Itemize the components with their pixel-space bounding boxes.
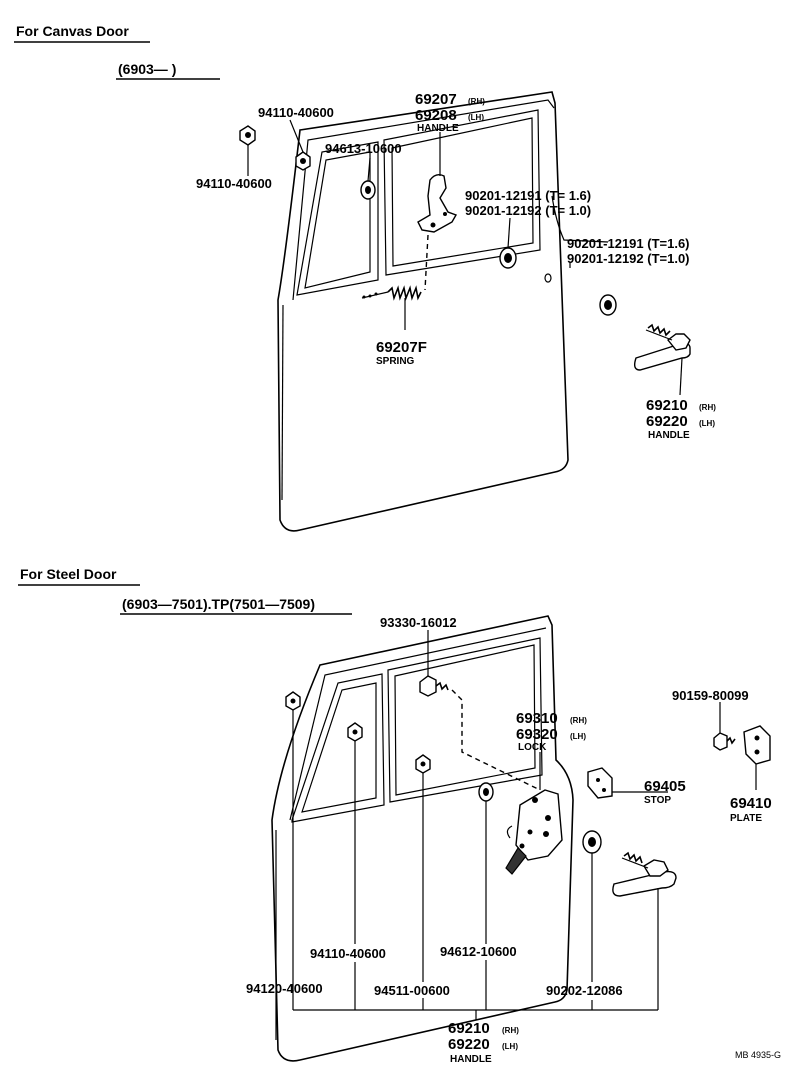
label-steel-lock-name: LOCK bbox=[518, 742, 547, 753]
label-steel-handle-name: HANDLE bbox=[450, 1054, 492, 1065]
label-steel-handle-rh: 69210 bbox=[448, 1020, 490, 1037]
steel-plate-screw-icon bbox=[713, 732, 736, 751]
label-canvas-outer-rh: 69210 bbox=[646, 397, 688, 414]
canvas-range: (6903— ) bbox=[118, 61, 176, 77]
label-canvas-spacer-a2: 90201-12192 (T= 1.0) bbox=[465, 203, 591, 218]
label-canvas-spacer-a1: 90201-12191 (T= 1.6) bbox=[465, 188, 591, 203]
label-canvas-inner-lh: 69208 bbox=[415, 107, 457, 124]
canvas-washer-icon bbox=[360, 180, 376, 200]
canvas-door-section: For Canvas Door (6903— ) bbox=[14, 23, 716, 532]
label-canvas-spring-name: SPRING bbox=[376, 356, 415, 367]
canvas-outer-handle-icon bbox=[633, 323, 691, 371]
reference-code: MB 4935-G bbox=[735, 1050, 781, 1060]
steel-section-title: For Steel Door bbox=[20, 566, 117, 582]
steel-lock-icon bbox=[505, 789, 563, 875]
steel-screw-icon bbox=[419, 675, 449, 697]
label-canvas-inner-name: HANDLE bbox=[417, 123, 459, 134]
label-steel-nut-b: 94120-40600 bbox=[246, 981, 323, 996]
canvas-door-hole bbox=[544, 273, 552, 283]
label-steel-stop: 69405 bbox=[644, 778, 686, 795]
steel-screw-guide bbox=[451, 689, 541, 791]
canvas-nut-icon-2 bbox=[295, 151, 311, 171]
steel-nut-icon-3 bbox=[415, 754, 431, 774]
steel-nut-icon-1 bbox=[285, 691, 301, 711]
label-steel-handle-lh: 69220 bbox=[448, 1036, 490, 1053]
steel-door-section: For Steel Door (6903—7501).TP(7501—7509) bbox=[18, 566, 772, 1065]
label-canvas-spring: 69207F bbox=[376, 339, 427, 356]
steel-stop-icon bbox=[587, 767, 613, 799]
canvas-inner-handle-icon bbox=[417, 173, 458, 233]
steel-washer-icon bbox=[478, 782, 494, 802]
label-canvas-washer: 94613-10600 bbox=[325, 141, 402, 156]
label-steel-lock-rh-side: (RH) bbox=[570, 716, 587, 725]
label-canvas-spacer-b1: 90201-12191 (T=1.6) bbox=[567, 236, 690, 251]
label-steel-washer: 94612-10600 bbox=[440, 944, 517, 959]
label-steel-washer-b: 94511-00600 bbox=[374, 983, 450, 998]
canvas-section-title: For Canvas Door bbox=[16, 23, 129, 39]
label-steel-nut-a: 94110-40600 bbox=[310, 946, 386, 961]
label-steel-plate-screw: 90159-80099 bbox=[672, 688, 749, 703]
steel-spacer-icon bbox=[582, 830, 602, 854]
label-canvas-inner-rh: 69207 bbox=[415, 91, 457, 108]
label-canvas-spacer-b2: 90201-12192 (T=1.0) bbox=[567, 251, 690, 266]
steel-range: (6903—7501).TP(7501—7509) bbox=[122, 596, 315, 612]
label-steel-screw: 93330-16012 bbox=[380, 615, 457, 630]
label-steel-plate: 69410 bbox=[730, 795, 772, 812]
canvas-door-panel bbox=[277, 91, 569, 532]
label-canvas-inner-rh-side: (RH) bbox=[468, 97, 485, 106]
steel-outer-handle-icon bbox=[612, 851, 677, 897]
label-steel-stop-name: STOP bbox=[644, 795, 671, 806]
canvas-spring-icon bbox=[361, 285, 422, 301]
canvas-spacer-icon-1 bbox=[499, 247, 517, 269]
canvas-nut-icon-1 bbox=[239, 125, 256, 146]
label-steel-handle-lh-side: (LH) bbox=[502, 1042, 518, 1051]
label-canvas-outer-name: HANDLE bbox=[648, 430, 690, 441]
label-steel-plate-name: PLATE bbox=[730, 813, 762, 824]
label-canvas-inner-lh-side: (LH) bbox=[468, 113, 484, 122]
label-steel-lock-lh-side: (LH) bbox=[570, 732, 586, 741]
label-steel-lock-rh: 69310 bbox=[516, 710, 558, 727]
label-canvas-nut-left: 94110-40600 bbox=[196, 176, 272, 191]
label-steel-spacer: 90202-12086 bbox=[546, 983, 623, 998]
canvas-handle-spring-guide bbox=[424, 234, 429, 291]
steel-nut-icon-2 bbox=[347, 722, 363, 742]
canvas-leader-lines bbox=[247, 119, 683, 396]
steel-door-panel bbox=[271, 615, 574, 1062]
label-canvas-outer-rh-side: (RH) bbox=[699, 403, 716, 412]
label-canvas-outer-lh-side: (LH) bbox=[699, 419, 715, 428]
canvas-spacer-icon-2 bbox=[599, 294, 617, 316]
steel-plate-icon bbox=[743, 725, 771, 765]
label-steel-lock-lh: 69320 bbox=[516, 726, 558, 743]
label-canvas-nut-top: 94110-40600 bbox=[258, 105, 334, 120]
label-canvas-outer-lh: 69220 bbox=[646, 413, 688, 430]
label-steel-handle-rh-side: (RH) bbox=[502, 1026, 519, 1035]
steel-leader-lines bbox=[292, 630, 757, 1020]
